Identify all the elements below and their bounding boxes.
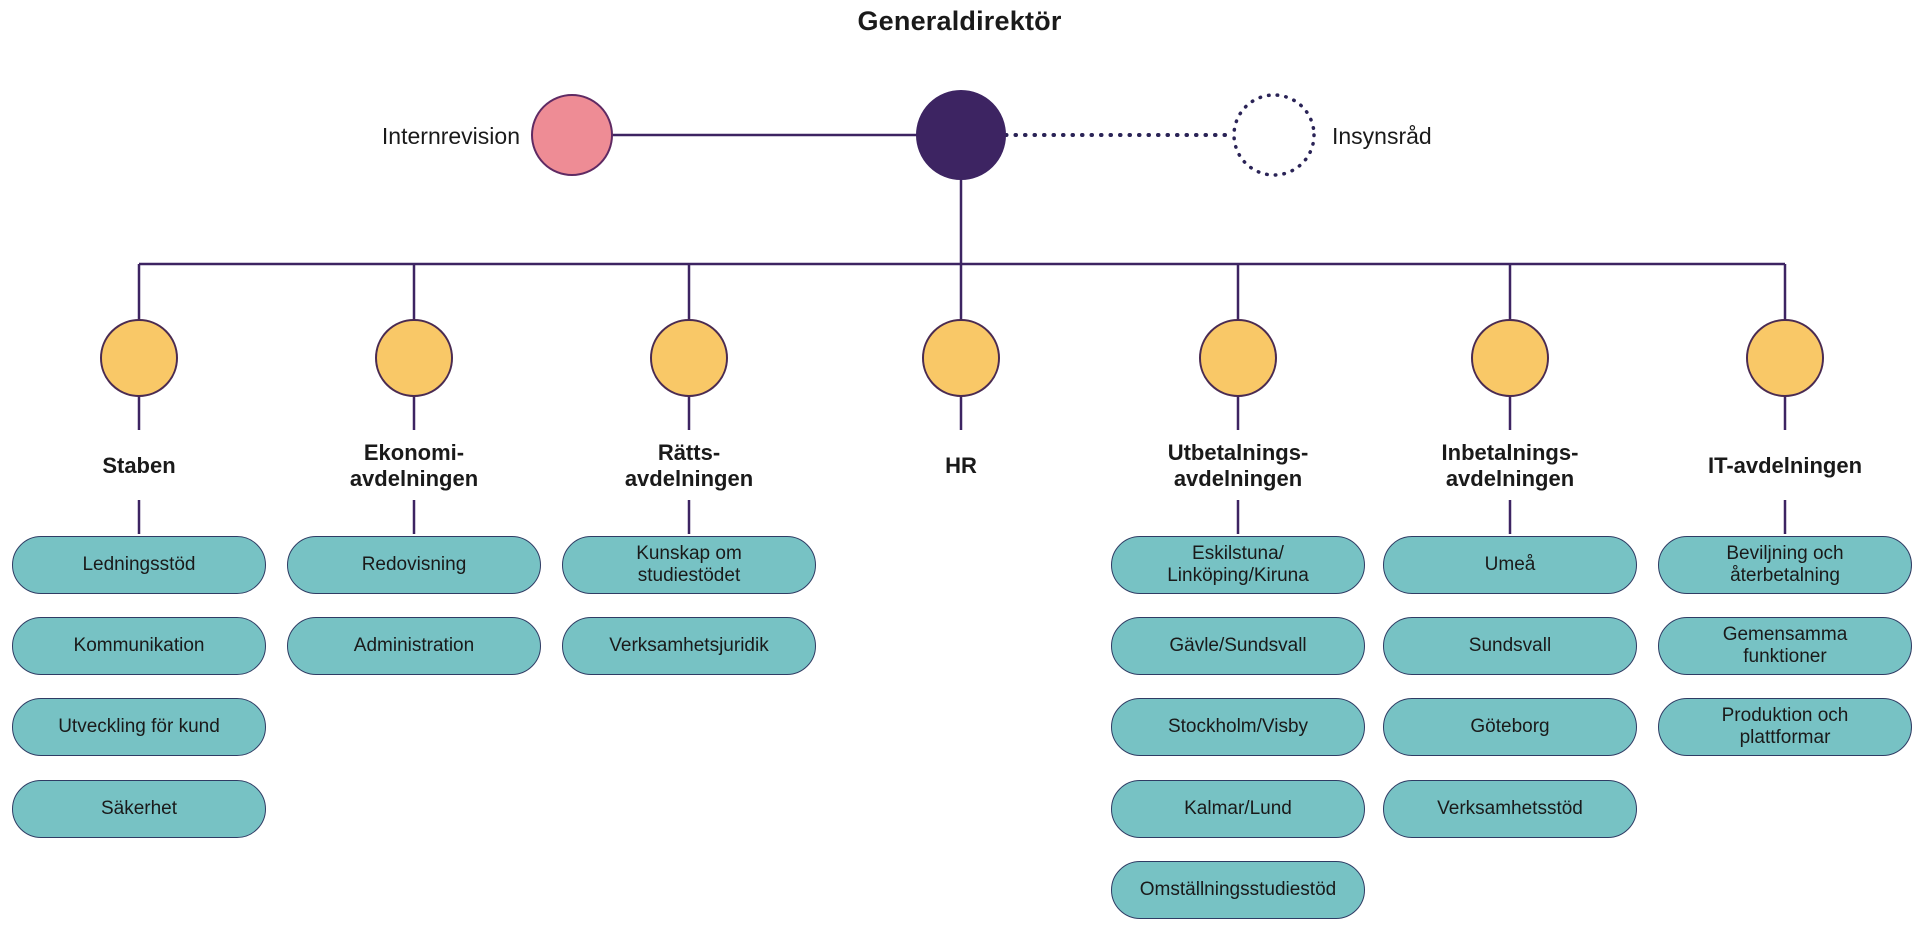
unit-box: Eskilstuna/ Linköping/Kiruna [1111, 536, 1365, 594]
branch-node-ekonomi [375, 319, 453, 397]
branch-node-it [1746, 319, 1824, 397]
unit-box: Verksamhetsjuridik [562, 617, 816, 675]
branch-label-utbetalnings: Utbetalnings- avdelningen [1167, 440, 1309, 491]
unit-box: Gemensamma funktioner [1658, 617, 1912, 675]
unit-box: Kommunikation [12, 617, 266, 675]
branch-node-ratts [650, 319, 728, 397]
branch-label-staben: Staben [102, 453, 176, 479]
branch-label-it: IT-avdelningen [1707, 453, 1863, 479]
unit-box: Gävle/Sundsvall [1111, 617, 1365, 675]
unit-box: Sundsvall [1383, 617, 1637, 675]
unit-box: Göteborg [1383, 698, 1637, 756]
branch-label-ekonomi: Ekonomi- avdelningen [349, 440, 479, 491]
branch-label-ratts: Rätts- avdelningen [624, 440, 754, 491]
insynsrad-label: Insynsråd [1332, 123, 1432, 149]
unit-box: Administration [287, 617, 541, 675]
branch-node-staben [100, 319, 178, 397]
generaldirektor-node [916, 90, 1006, 180]
unit-box: Ledningsstöd [12, 536, 266, 594]
unit-box: Umeå [1383, 536, 1637, 594]
branch-node-utbetalnings [1199, 319, 1277, 397]
unit-box: Säkerhet [12, 780, 266, 838]
branch-node-hr [922, 319, 1000, 397]
unit-box: Beviljning och återbetalning [1658, 536, 1912, 594]
branch-label-inbetalnings: Inbetalnings- avdelningen [1441, 440, 1579, 491]
branch-node-inbetalnings [1471, 319, 1549, 397]
unit-box: Kunskap om studiestödet [562, 536, 816, 594]
unit-box: Stockholm/Visby [1111, 698, 1365, 756]
page-title: Generaldirektör [857, 6, 1062, 36]
unit-box: Produktion och plattformar [1658, 698, 1912, 756]
unit-box: Kalmar/Lund [1111, 780, 1365, 838]
unit-box: Omställningsstudiestöd [1111, 861, 1365, 919]
unit-box: Redovisning [287, 536, 541, 594]
unit-box: Verksamhetsstöd [1383, 780, 1637, 838]
internrevision-node [531, 94, 613, 176]
branch-label-hr: HR [945, 453, 977, 479]
insynsrad-node [1232, 93, 1316, 177]
internrevision-label: Internrevision [381, 123, 520, 149]
unit-box: Utveckling för kund [12, 698, 266, 756]
